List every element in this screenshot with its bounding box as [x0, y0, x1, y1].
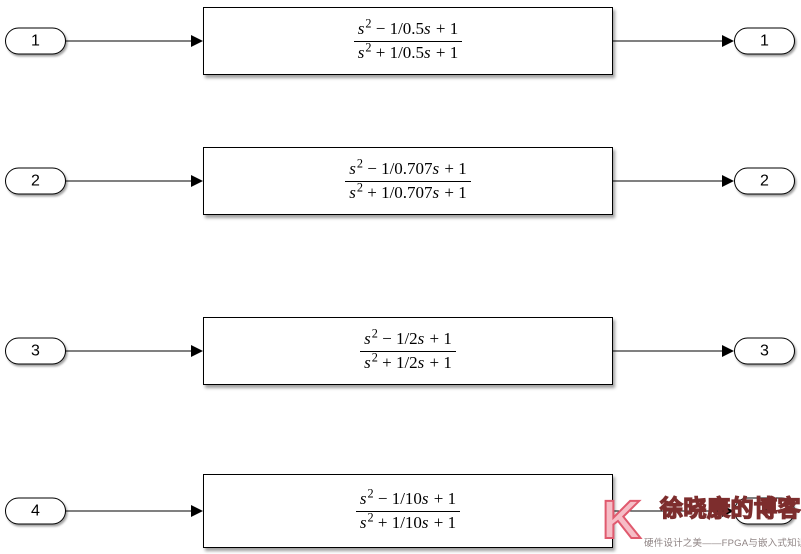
transfer-function-block[interactable]: s2 − 1/0.5s + 1 s2 + 1/0.5s + 1 [203, 7, 613, 75]
formula-denominator: s2 + 1/0.5s + 1 [357, 40, 459, 62]
formula-numerator: s2 − 1/0.707s + 1 [345, 157, 471, 182]
transfer-function-block[interactable]: s2 − 1/0.707s + 1 s2 + 1/0.707s + 1 [203, 147, 613, 215]
transfer-function-block[interactable]: s2 − 1/10s + 1 s2 + 1/10s + 1 [203, 474, 613, 548]
watermark-title: 徐晓康的博客 [659, 494, 801, 521]
output-port[interactable]: 2 [734, 167, 795, 195]
transfer-function-formula: s2 − 1/2s + 1 s2 + 1/2s + 1 [360, 327, 456, 374]
arrowhead-icon [722, 505, 734, 517]
input-port[interactable]: 3 [5, 337, 66, 365]
arrowhead-icon [191, 505, 203, 517]
formula-denominator: s2 + 1/2s + 1 [364, 350, 452, 372]
signal-wire[interactable] [65, 40, 192, 42]
blog-watermark: K 徐晓康的博客 硬件设计之美——FPGA与嵌入式知识分享 [600, 490, 801, 554]
arrowhead-icon [191, 35, 203, 47]
arrowhead-icon [191, 175, 203, 187]
transfer-function-formula: s2 − 1/0.707s + 1 s2 + 1/0.707s + 1 [345, 157, 471, 204]
output-port[interactable]: 4 [734, 497, 795, 525]
signal-wire[interactable] [65, 510, 192, 512]
formula-denominator: s2 + 1/0.707s + 1 [349, 180, 467, 202]
transfer-function-formula: s2 − 1/10s + 1 s2 + 1/10s + 1 [355, 487, 461, 534]
transfer-function-block[interactable]: s2 − 1/2s + 1 s2 + 1/2s + 1 [203, 317, 613, 385]
transfer-function-formula: s2 − 1/0.5s + 1 s2 + 1/0.5s + 1 [353, 17, 463, 64]
formula-denominator: s2 + 1/10s + 1 [359, 510, 457, 532]
input-port[interactable]: 2 [5, 167, 66, 195]
formula-numerator: s2 − 1/0.5s + 1 [353, 17, 463, 42]
blog-logo-icon: K [601, 490, 642, 550]
output-port[interactable]: 3 [734, 337, 795, 365]
signal-wire[interactable] [612, 350, 723, 352]
formula-numerator: s2 − 1/10s + 1 [355, 487, 461, 512]
arrowhead-icon [722, 35, 734, 47]
arrowhead-icon [191, 345, 203, 357]
signal-wire[interactable] [612, 180, 723, 182]
signal-wire[interactable] [612, 40, 723, 42]
arrowhead-icon [722, 175, 734, 187]
signal-wire[interactable] [65, 180, 192, 182]
arrowhead-icon [722, 345, 734, 357]
input-port[interactable]: 1 [5, 27, 66, 55]
formula-numerator: s2 − 1/2s + 1 [360, 327, 456, 352]
input-port[interactable]: 4 [5, 497, 66, 525]
output-port[interactable]: 1 [734, 27, 795, 55]
signal-wire[interactable] [612, 510, 723, 512]
watermark-subtitle: 硬件设计之美——FPGA与嵌入式知识分享 [644, 538, 801, 549]
signal-wire[interactable] [65, 350, 192, 352]
